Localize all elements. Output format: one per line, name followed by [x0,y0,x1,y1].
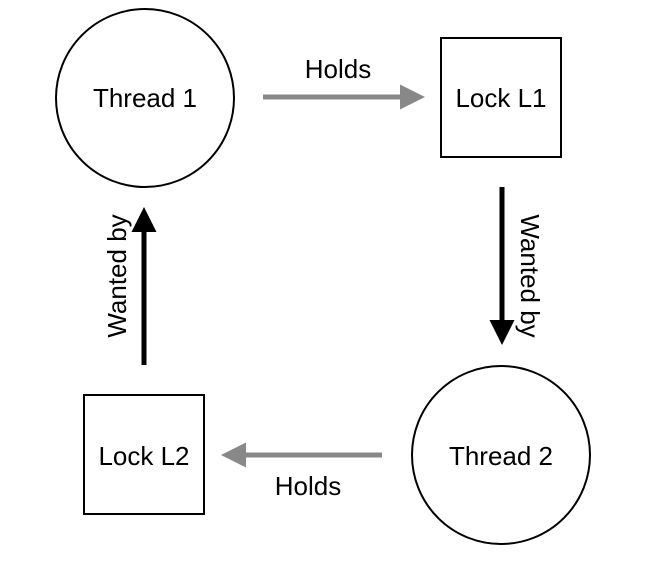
edge-thread1-holds-lock1: Holds [263,54,425,110]
holds-label-bottom: Holds [275,471,341,501]
thread-2-node: Thread 2 [411,365,591,545]
wanted-by-label-left: Wanted by [102,214,132,337]
lock-l2-node: Lock L2 [83,394,205,515]
lock-l1-label: Lock L1 [455,83,546,113]
thread-2-label: Thread 2 [449,441,553,471]
edge-lock1-wanted-by-thread2: Wanted by [489,187,545,345]
lock-l1-node: Lock L1 [440,37,562,158]
lock-l2-label: Lock L2 [98,441,189,471]
wanted-by-label-right: Wanted by [515,214,545,337]
holds-label-top: Holds [305,54,371,84]
thread-1-label: Thread 1 [93,83,197,113]
edge-lock2-wanted-by-thread1: Wanted by [102,207,157,365]
edge-thread2-holds-lock2: Holds [221,442,382,501]
thread-1-node: Thread 1 [55,8,235,188]
